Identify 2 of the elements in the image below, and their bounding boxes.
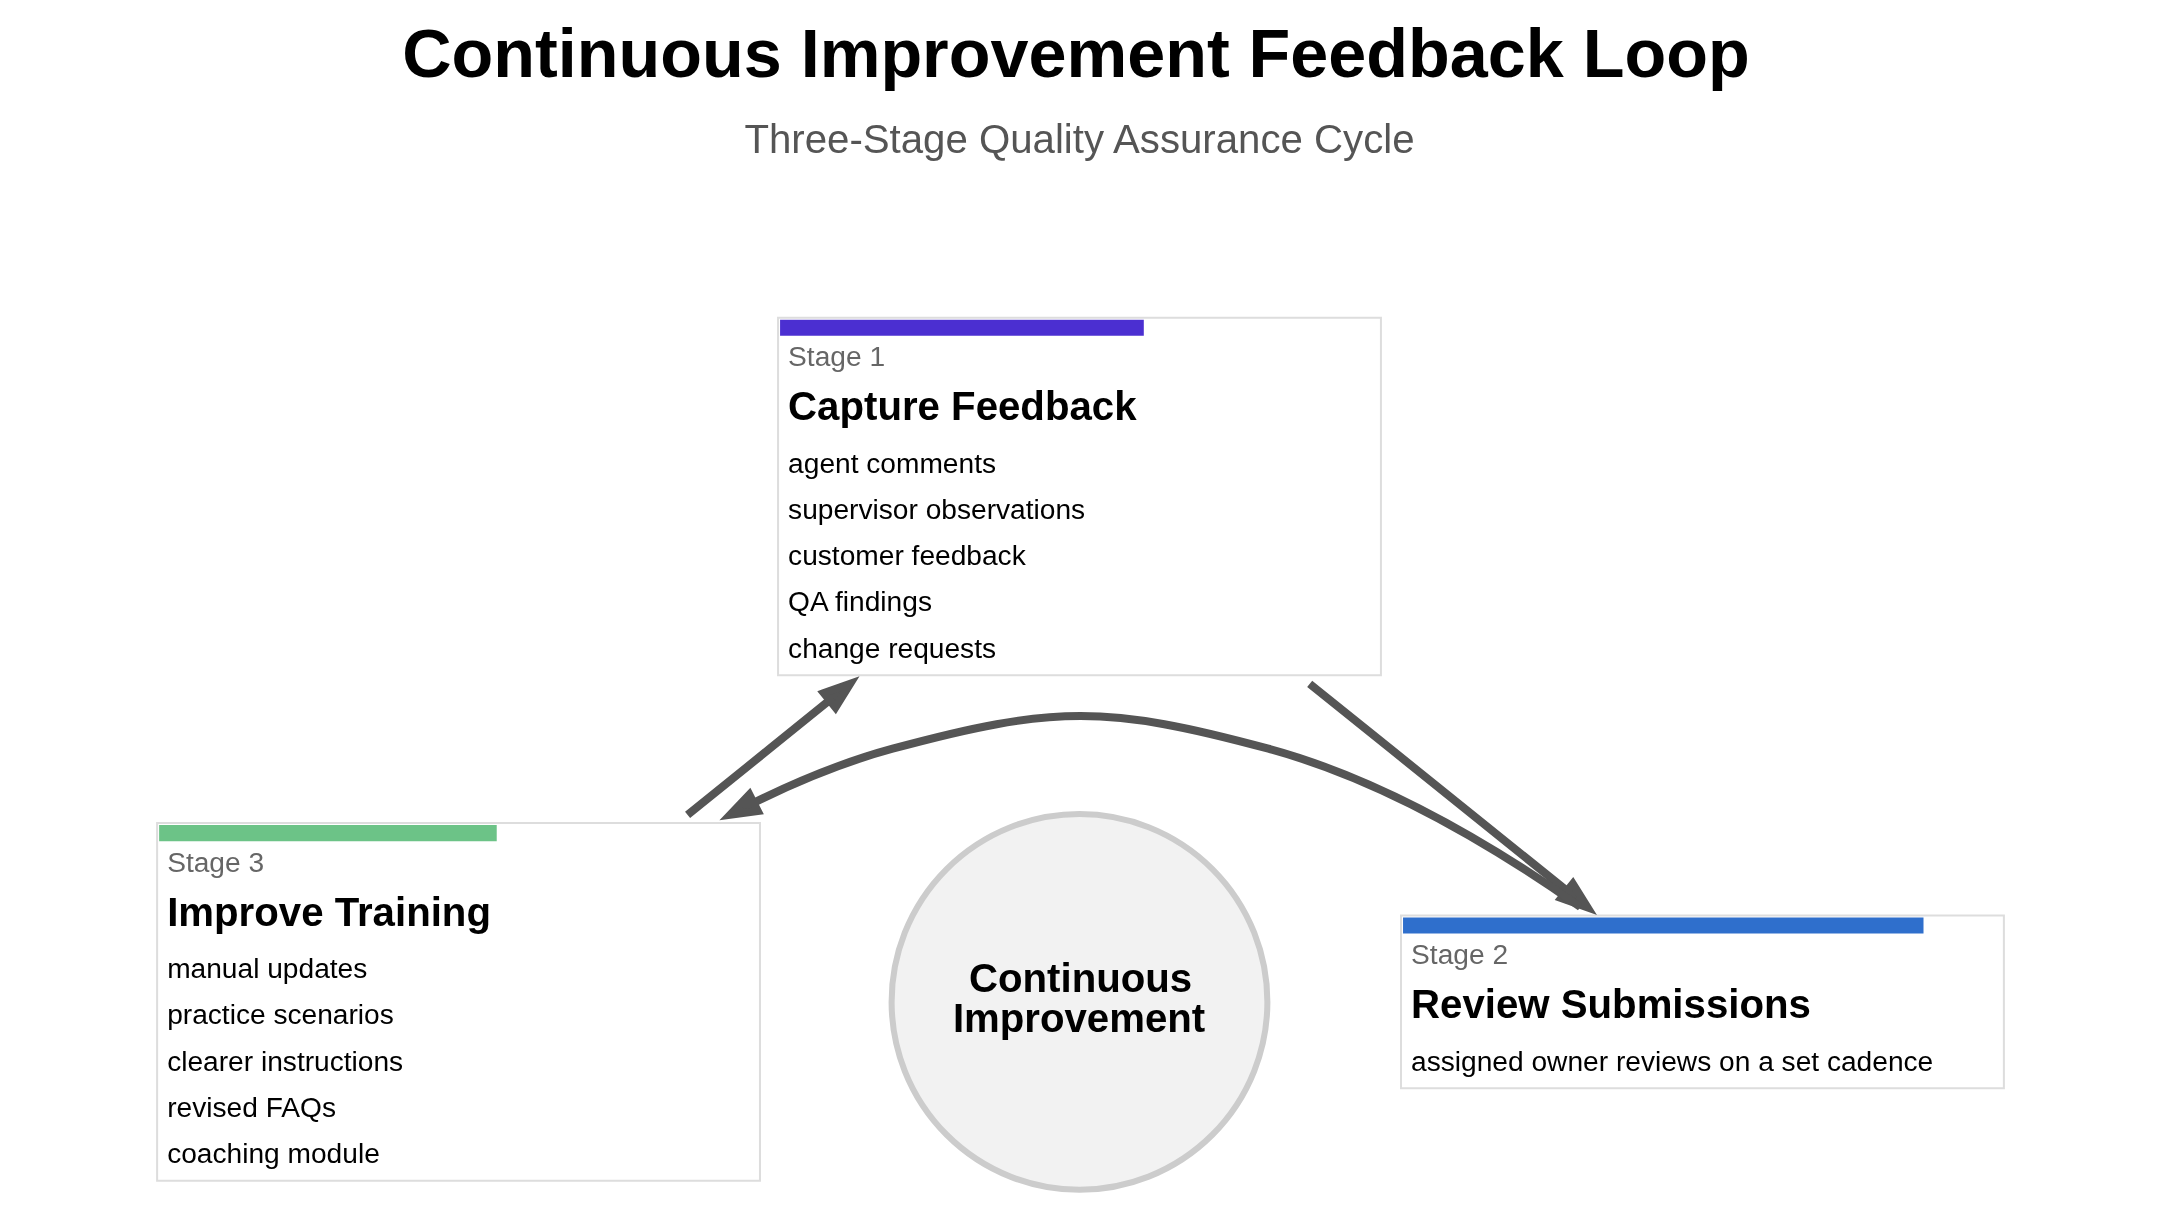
diagram-title: Continuous Improvement Feedback Loop — [401, 14, 1750, 91]
label: Three-Stage Quality Assurance Cycle — [743, 116, 1415, 162]
